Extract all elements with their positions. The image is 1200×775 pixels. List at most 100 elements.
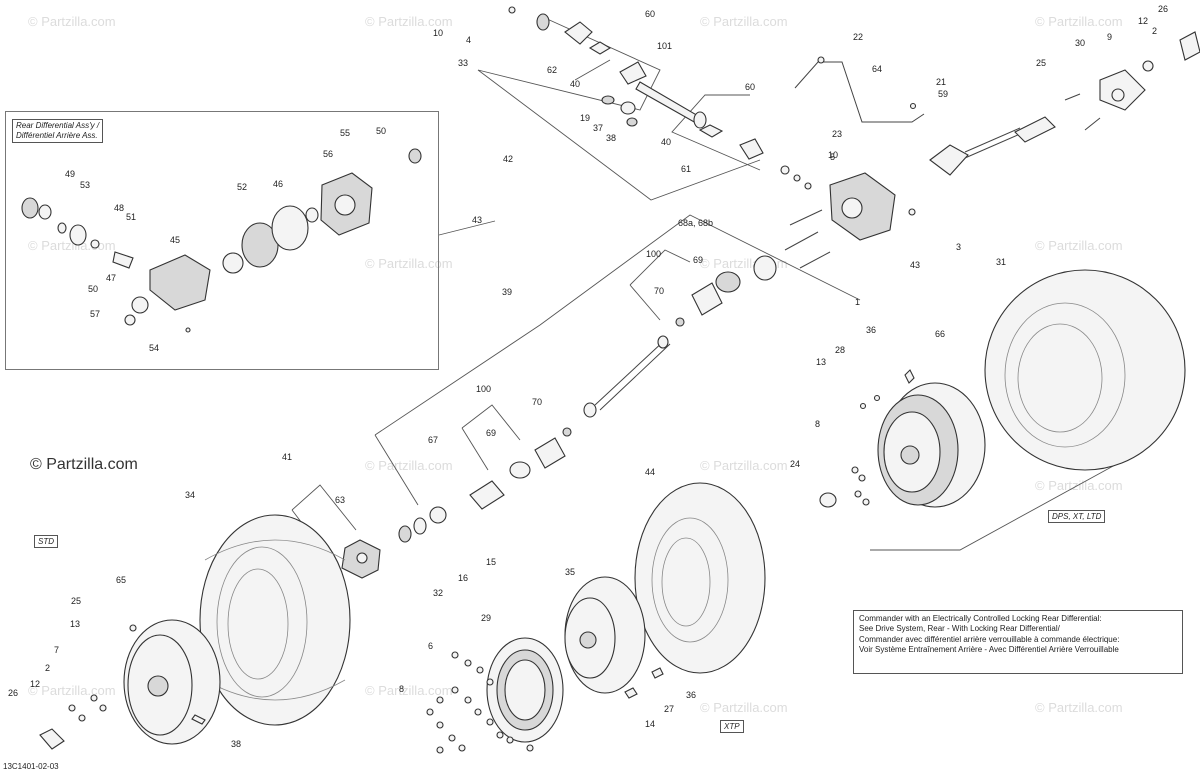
callout: 12	[30, 679, 40, 689]
callout: 50	[376, 126, 386, 136]
callout: 54	[149, 343, 159, 353]
callout: 62	[547, 65, 557, 75]
callout: 101	[657, 41, 672, 51]
callout: 64	[872, 64, 882, 74]
callout: 13	[816, 357, 826, 367]
part-number: 13C1401-02-03	[3, 762, 59, 771]
watermark: © Partzilla.com	[365, 458, 453, 473]
callout: 70	[654, 286, 664, 296]
watermark: © Partzilla.com	[365, 14, 453, 29]
wheel-dps	[819, 369, 986, 508]
callout: 37	[593, 123, 603, 133]
callout: 13	[70, 619, 80, 629]
callout: 3	[956, 242, 961, 252]
note-line: Voir Système Entraînement Arrière - Avec…	[859, 644, 1119, 654]
callout: 24	[790, 459, 800, 469]
inset-title-line: Différentiel Arrière Ass.	[16, 131, 98, 140]
callout: 25	[71, 596, 81, 606]
rear-right-drive-shaft	[929, 31, 1200, 176]
watermark: © Partzilla.com	[1035, 238, 1123, 253]
callout: 19	[580, 113, 590, 123]
callout: 40	[570, 79, 580, 89]
callout: 10	[828, 150, 838, 160]
callout: 51	[126, 212, 136, 222]
callout: 33	[458, 58, 468, 68]
variant-tag-std: STD	[34, 535, 58, 548]
callout: 53	[80, 180, 90, 190]
watermark: © Partzilla.com	[1035, 478, 1123, 493]
inset-differential-assembly	[21, 148, 422, 333]
callout: 70	[532, 397, 542, 407]
inset-title-line: Rear Differential Ass'y /	[16, 121, 100, 130]
note-line: See Drive System, Rear - With Locking Re…	[859, 623, 1060, 633]
callout: 60	[745, 82, 755, 92]
inset-frame	[5, 111, 439, 370]
note-box: Commander with an Electrically Controlle…	[853, 610, 1183, 674]
callout: 100	[476, 384, 491, 394]
callout: 23	[832, 129, 842, 139]
wheel-xtp	[486, 576, 664, 743]
watermark: © Partzilla.com	[28, 683, 116, 698]
callout: 55	[340, 128, 350, 138]
callout: 8	[815, 419, 820, 429]
callout: 41	[282, 452, 292, 462]
rear-differential	[780, 165, 916, 269]
bracket-lines	[291, 17, 1116, 561]
callout: 47	[106, 273, 116, 283]
callout: 100	[646, 249, 661, 259]
callout: 43	[472, 215, 482, 225]
callout: 22	[853, 32, 863, 42]
callout: 14	[645, 719, 655, 729]
tire-dps	[984, 269, 1186, 471]
callout: 7	[54, 645, 59, 655]
watermark: © Partzilla.com	[365, 683, 453, 698]
variant-tag-dps: DPS, XT, LTD	[1048, 510, 1106, 523]
watermark: © Partzilla.com	[1035, 700, 1123, 715]
callout: 66	[935, 329, 945, 339]
callout: 5	[830, 152, 835, 162]
callout: 30	[1075, 38, 1085, 48]
callout: 38	[231, 739, 241, 749]
callout: 69	[486, 428, 496, 438]
callout: 1	[855, 297, 860, 307]
watermark: © Partzilla.com	[28, 14, 116, 29]
callout: 26	[1158, 4, 1168, 14]
callout: 2	[45, 663, 50, 673]
callout: 42	[503, 154, 513, 164]
callout: 27	[664, 704, 674, 714]
callout: 25	[1036, 58, 1046, 68]
callout: 68a, 68b	[678, 218, 713, 228]
callout: 31	[996, 257, 1006, 267]
callout: 59	[938, 89, 948, 99]
cable-assembly	[794, 56, 925, 123]
callout: 21	[936, 77, 946, 87]
watermark: © Partzilla.com	[1035, 14, 1123, 29]
callout: 32	[433, 588, 443, 598]
callout: 2	[1152, 26, 1157, 36]
callout: 4	[466, 35, 471, 45]
variant-tag-xtp: XTP	[720, 720, 744, 733]
note-line: Commander avec différentiel arrière verr…	[859, 635, 1120, 644]
upper-driveline	[508, 6, 764, 160]
wheel-std	[39, 619, 221, 750]
callout: 26	[8, 688, 18, 698]
callout: 56	[323, 149, 333, 159]
callout: 16	[458, 573, 468, 583]
beadlock-bolts	[426, 651, 534, 754]
front-drive-shaft	[398, 255, 777, 543]
callout: 61	[681, 164, 691, 174]
callout: 43	[910, 260, 920, 270]
callout: 60	[645, 9, 655, 19]
callout: 67	[428, 435, 438, 445]
callout: 49	[65, 169, 75, 179]
callout: 36	[686, 690, 696, 700]
callout: 48	[114, 203, 124, 213]
callout: 10	[433, 28, 443, 38]
watermark: © Partzilla.com	[365, 256, 453, 271]
callout: 63	[335, 495, 345, 505]
callout: 69	[693, 255, 703, 265]
callout: 12	[1138, 16, 1148, 26]
wheel-hub	[341, 539, 381, 579]
callout: 46	[273, 179, 283, 189]
